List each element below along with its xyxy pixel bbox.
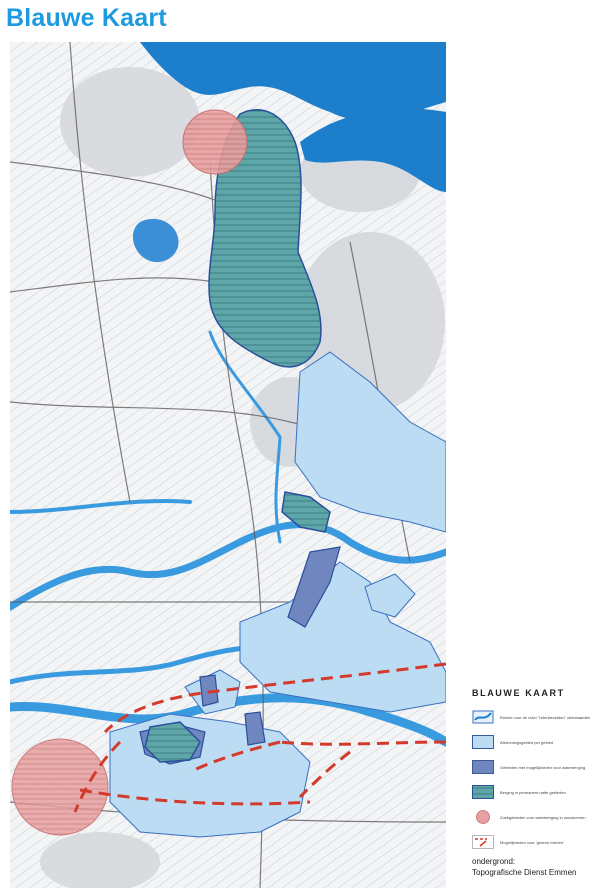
map[interactable] [10, 42, 446, 888]
legend-item: Berging in permanent natte gebieden [472, 781, 596, 803]
red-dashed-arrow-icon [472, 835, 494, 849]
legend-label: Afstromingsgebied per gebied [500, 739, 554, 745]
credit-source: Topografische Dienst Emmen [472, 868, 577, 877]
map-credit: ondergrond: Topografische Dienst Emmen [472, 856, 600, 878]
legend-item: Afstromingsgebied per gebied [472, 731, 596, 753]
river-bed-icon [472, 710, 494, 724]
legend-label: Gebieden met mogelijkheden voor waterber… [500, 764, 586, 770]
legend-item: Ruimte voor de rivier "retentievelden" u… [472, 706, 596, 728]
credit-label: ondergrond: [472, 857, 516, 866]
legend-label: Berging in permanent natte gebieden [500, 789, 566, 795]
legend-item: Zoekgebieden voor waterberging in woonke… [472, 806, 596, 828]
green-river-options[interactable] [73, 662, 446, 813]
city-storage-search-areas[interactable] [11, 109, 248, 836]
map-title: Blauwe Kaart [6, 4, 167, 32]
rivers [10, 330, 446, 747]
legend-label: Zoekgebieden voor waterberging in woonke… [500, 814, 586, 820]
lake-water [140, 42, 446, 121]
red-circle-icon [476, 810, 490, 824]
teal-hatched-area-icon [472, 785, 494, 799]
dark-blue-area-icon [472, 760, 494, 774]
light-blue-area-icon [472, 735, 494, 749]
legend-label: Mogelijkheden voor 'groene rivieren' [500, 839, 565, 845]
legend-item: Mogelijkheden voor 'groene rivieren' [472, 831, 596, 853]
north-sea-arm [300, 108, 446, 192]
drainage-areas[interactable] [109, 351, 446, 838]
west-lake [132, 218, 179, 263]
legend-label: Ruimte voor de rivier "retentievelden" u… [500, 714, 591, 720]
map-legend: BLAUWE KAART Ruimte voor de rivier "rete… [472, 688, 596, 856]
legend-title: BLAUWE KAART [472, 688, 565, 698]
permanent-wet-areas[interactable] [144, 109, 331, 763]
legend-item: Gebieden met mogelijkheden voor waterber… [472, 756, 596, 778]
